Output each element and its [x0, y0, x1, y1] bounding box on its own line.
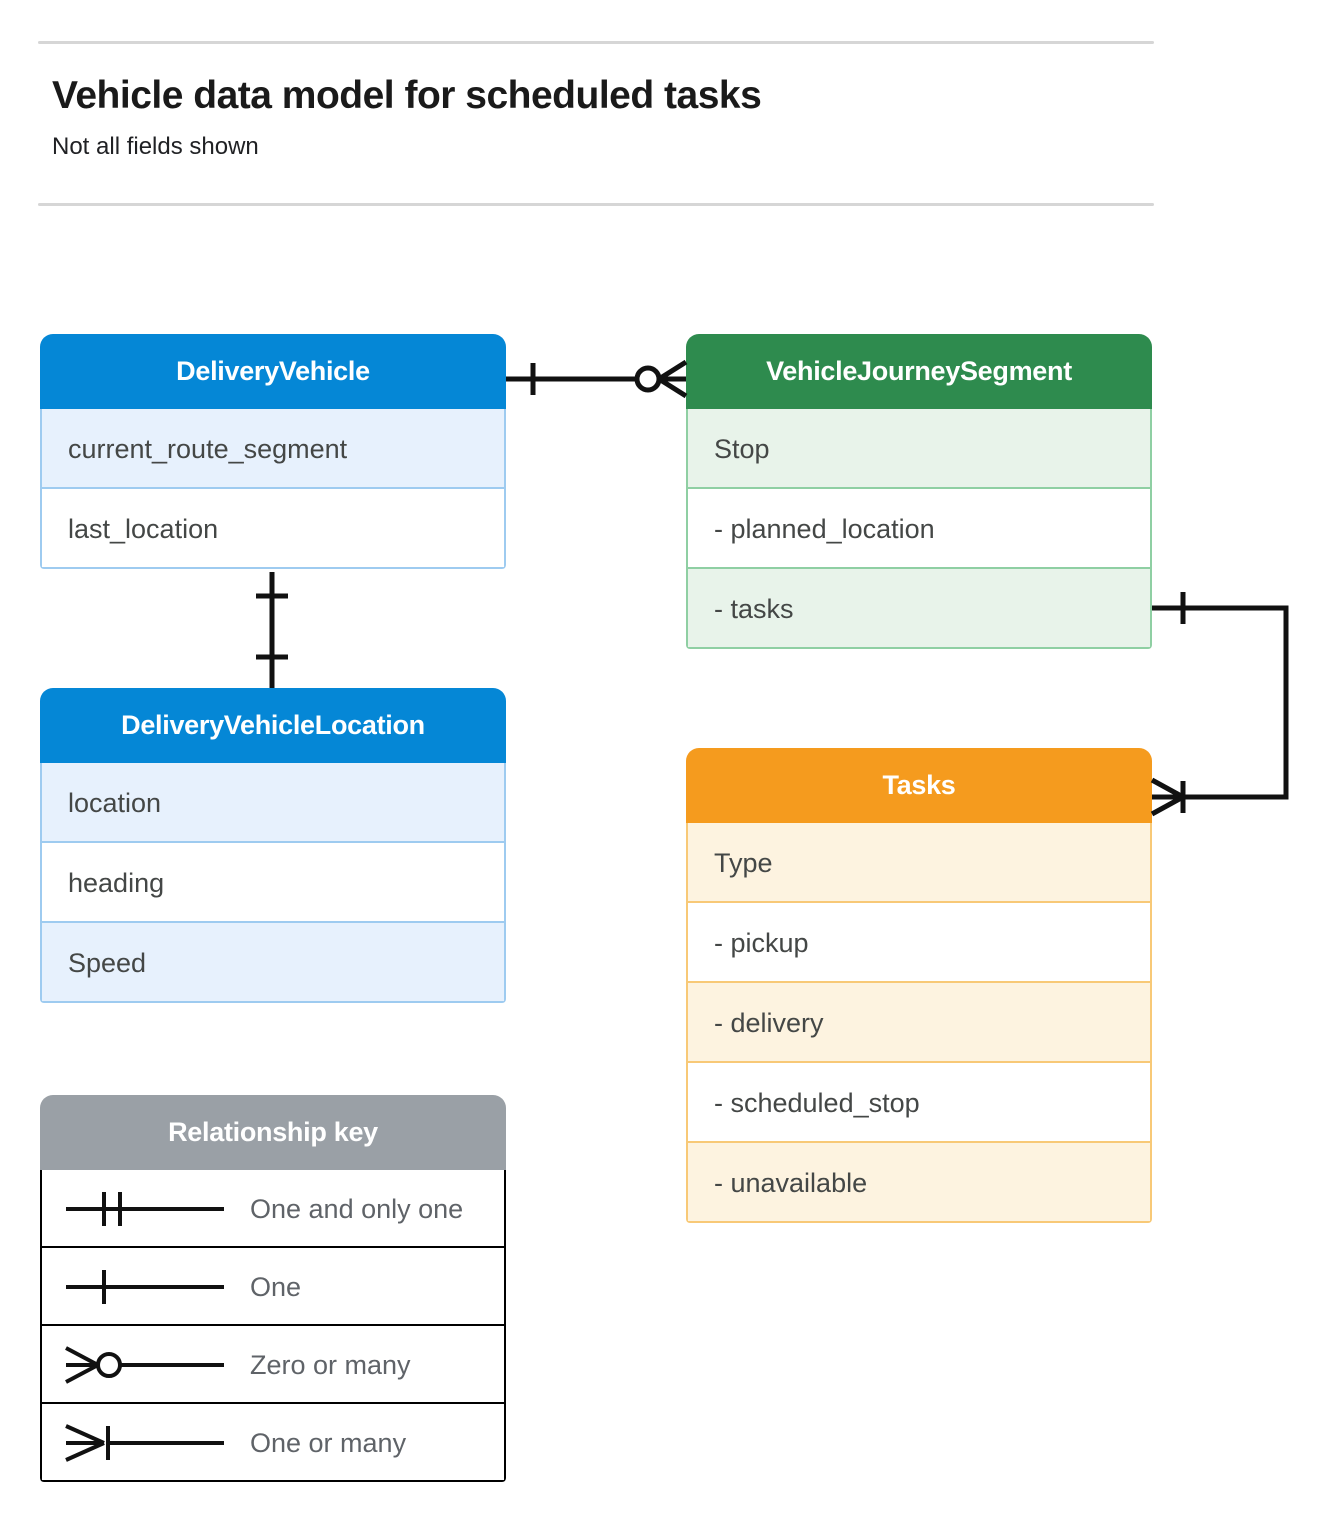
entity-field-row[interactable]: Type: [686, 823, 1152, 903]
entity-fields-delivery-vehicle: current_route_segment last_location: [40, 409, 506, 569]
one-or-many-icon: [65, 1424, 224, 1462]
entity-delivery-vehicle[interactable]: DeliveryVehicle current_route_segment la…: [40, 334, 506, 569]
one-icon: [66, 1270, 224, 1304]
legend-item-one[interactable]: One: [40, 1248, 506, 1326]
connector-journey-segment-tasks-to-tasks: [1150, 592, 1289, 817]
entity-field-row[interactable]: heading: [40, 843, 506, 923]
entity-field-row[interactable]: - tasks: [686, 569, 1152, 649]
entity-fields-tasks: Type - pickup - delivery - scheduled_sto…: [686, 823, 1152, 1223]
legend-item-one-or-many[interactable]: One or many: [40, 1404, 506, 1482]
legend-item-label: One or many: [250, 1428, 407, 1458]
entity-field-row[interactable]: Speed: [40, 923, 506, 1003]
legend-item-zero-or-many[interactable]: Zero or many: [40, 1326, 506, 1404]
entity-title-vehicle-journey-segment: VehicleJourneySegment: [686, 334, 1152, 409]
entity-field-row[interactable]: - planned_location: [686, 489, 1152, 569]
entity-field-row[interactable]: - pickup: [686, 903, 1152, 983]
entity-vehicle-journey-segment[interactable]: VehicleJourneySegment Stop - planned_loc…: [686, 334, 1152, 649]
entity-title-delivery-vehicle: DeliveryVehicle: [40, 334, 506, 409]
one-and-only-one-icon: [66, 1192, 224, 1226]
legend-title: Relationship key: [40, 1095, 506, 1170]
legend-item-label: One: [250, 1272, 302, 1302]
entity-fields-delivery-vehicle-location: location heading Speed: [40, 763, 506, 1003]
entity-field-row[interactable]: - unavailable: [686, 1143, 1152, 1223]
relationship-key-legend[interactable]: Relationship key One and only one One: [40, 1095, 506, 1482]
connector-vehicle-to-journey-segment: [506, 359, 688, 399]
entity-field-row[interactable]: - delivery: [686, 983, 1152, 1063]
entity-title-delivery-vehicle-location: DeliveryVehicleLocation: [40, 688, 506, 763]
entity-delivery-vehicle-location[interactable]: DeliveryVehicleLocation location heading…: [40, 688, 506, 1003]
header-divider-bottom: [38, 203, 1154, 206]
connector-vehicle-to-vehicle-location: [256, 572, 288, 688]
legend-item-label: One and only one: [250, 1194, 464, 1224]
entity-field-row[interactable]: location: [40, 763, 506, 843]
page-subtitle: Not all fields shown: [52, 133, 259, 160]
entity-fields-vehicle-journey-segment: Stop - planned_location - tasks: [686, 409, 1152, 649]
entity-field-row[interactable]: - scheduled_stop: [686, 1063, 1152, 1143]
entity-title-tasks: Tasks: [686, 748, 1152, 823]
legend-item-label: Zero or many: [250, 1350, 411, 1380]
entity-field-row[interactable]: current_route_segment: [40, 409, 506, 489]
page-title: Vehicle data model for scheduled tasks: [52, 74, 762, 117]
zero-or-many-icon: [65, 1346, 224, 1384]
entity-tasks[interactable]: Tasks Type - pickup - delivery - schedul…: [686, 748, 1152, 1223]
header-divider-top: [38, 41, 1154, 44]
legend-item-one-and-only-one[interactable]: One and only one: [40, 1170, 506, 1248]
entity-field-row[interactable]: Stop: [686, 409, 1152, 489]
entity-field-row[interactable]: last_location: [40, 489, 506, 569]
